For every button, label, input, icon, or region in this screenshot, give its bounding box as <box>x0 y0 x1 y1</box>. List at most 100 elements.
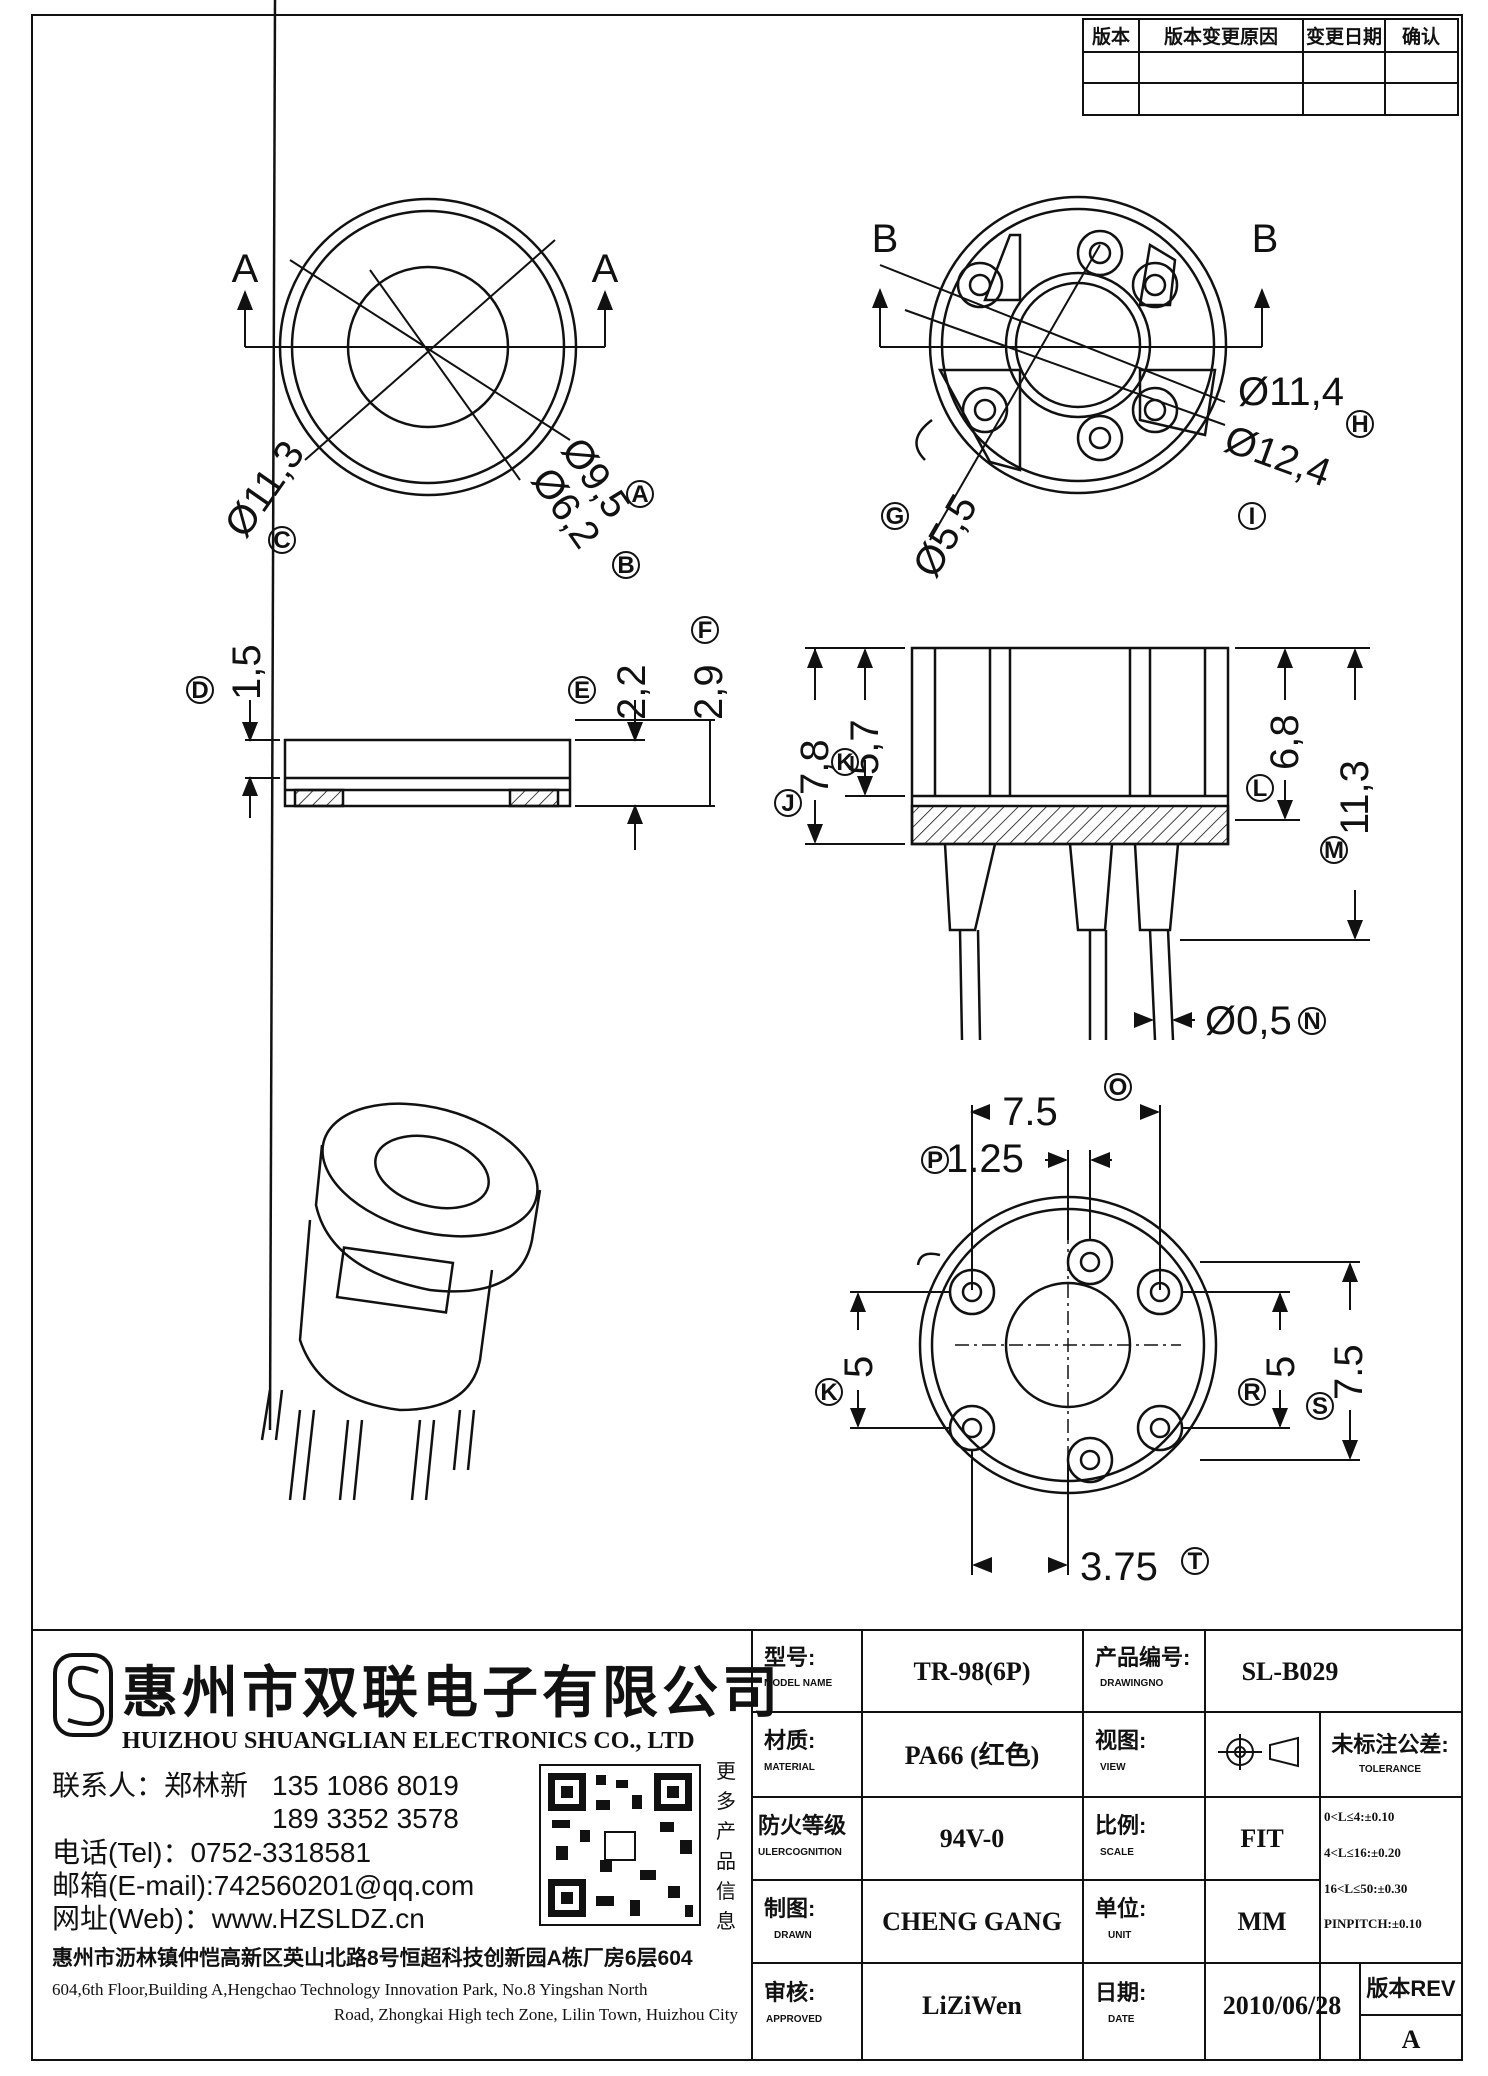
marker-m: M <box>1320 836 1348 864</box>
dim-pitch-5-right: 5 <box>1259 1356 1303 1378</box>
svg-text:O: O <box>1109 1074 1128 1101</box>
qr-side-text-3: 产 <box>716 1820 736 1843</box>
dim-diameter-11-3: Ø11,3 <box>216 433 313 545</box>
drawing-no-label: 产品编号: <box>1095 1645 1190 1670</box>
dim-pitch-5-left: 5 <box>837 1356 881 1378</box>
svg-text:A: A <box>631 481 648 508</box>
projection-symbol-icon <box>1218 1734 1299 1770</box>
model-label: 型号: <box>764 1645 815 1670</box>
scale-value: FIT <box>1240 1824 1283 1853</box>
dim-pin-diameter: Ø0,5 <box>1205 999 1292 1043</box>
date-sublabel: DATE <box>1108 2014 1135 2025</box>
bobbin-bottom-view <box>850 1104 1360 1575</box>
material-value: PA66 (红色) <box>905 1740 1040 1770</box>
marker-c: C <box>268 526 296 554</box>
tolerance-range-1: 0<L≤4:±0.10 <box>1324 1809 1394 1824</box>
model-sublabel: MODEL NAME <box>764 1678 832 1689</box>
scale-label: 比例: <box>1095 1813 1146 1838</box>
svg-text:L: L <box>1253 775 1268 802</box>
approved-by-sublabel: APPROVED <box>766 2014 822 2025</box>
svg-text:I: I <box>1249 503 1256 530</box>
title-block-grid <box>31 1629 1463 2061</box>
marker-s: S <box>1306 1392 1334 1420</box>
company-name-en: HUIZHOU SHUANGLIAN ELECTRONICS CO., LTD <box>122 1728 695 1754</box>
svg-text:K: K <box>820 1379 838 1406</box>
tolerance-pin-pitch: PINPITCH:±0.10 <box>1324 1916 1422 1931</box>
svg-text:R: R <box>1243 1379 1260 1406</box>
qr-side-text-5: 信 <box>716 1880 736 1903</box>
revision-table <box>1082 18 1459 116</box>
svg-text:T: T <box>1188 1548 1203 1575</box>
tolerance-range-2: 4<L≤16:±0.20 <box>1324 1845 1401 1860</box>
contact-person: 联系人：郑林新 <box>52 1770 248 1801</box>
svg-text:D: D <box>191 677 208 704</box>
bobbin-section-view <box>805 646 1370 1041</box>
unit-label: 单位: <box>1095 1896 1146 1921</box>
qr-side-text-4: 品 <box>716 1851 736 1873</box>
svg-text:S: S <box>1312 1393 1328 1420</box>
dim-pitch-1-25: 1.25 <box>946 1137 1024 1181</box>
drawn-by-label: 制图: <box>764 1896 815 1921</box>
section-label-b-right: B <box>1252 217 1279 261</box>
rev-header-date: 变更日期 <box>1306 25 1382 48</box>
fire-rating-sublabel: ULERCOGNITION <box>758 1847 842 1858</box>
bobbin-top-view <box>872 195 1270 541</box>
material-sublabel: MATERIAL <box>764 1762 815 1773</box>
qr-side-text-6: 息 <box>716 1910 736 1933</box>
dim-height-2-9: 2,9 <box>687 664 731 720</box>
svg-text:C: C <box>273 527 290 554</box>
model-value: TR-98(6P) <box>914 1657 1031 1686</box>
drawn-by-value: CHENG GANG <box>882 1907 1062 1936</box>
date-value: 2010/06/28 <box>1223 1991 1341 2020</box>
marker-g: G <box>881 502 909 530</box>
unit-value: MM <box>1237 1907 1286 1936</box>
address-cn: 惠州市沥林镇仲恺高新区英山北路8号恒超科技创新园A栋厂房6层604 <box>52 1946 693 1970</box>
marker-n: N <box>1298 1007 1326 1035</box>
tolerance-sublabel: TOLERANCE <box>1359 1764 1421 1775</box>
approved-by-value: LiZiWen <box>922 1991 1022 2020</box>
svg-text:N: N <box>1303 1008 1320 1035</box>
qr-side-text-2: 多 <box>716 1790 736 1813</box>
svg-text:K: K <box>836 749 854 776</box>
tolerance-range-3: 16<L≤50:±0.30 <box>1324 1881 1407 1896</box>
marker-a: A <box>626 480 654 508</box>
approved-by-label: 审核: <box>764 1980 815 2005</box>
section-label-a-right: A <box>592 247 619 291</box>
marker-o: O <box>1104 1073 1132 1101</box>
contact-phone-1: 135 1086 8019 <box>272 1770 459 1801</box>
drawing-no-value: SL-B029 <box>1242 1657 1339 1686</box>
dim-height-7-8: 7,8 <box>793 739 837 795</box>
dim-height-6-8: 6,8 <box>1263 714 1307 770</box>
date-label: 日期: <box>1095 1980 1146 2005</box>
marker-i: I <box>1238 502 1266 530</box>
marker-d: D <box>186 676 214 704</box>
contact-website: 网址(Web)：www.HZSLDZ.cn <box>52 1903 425 1934</box>
svg-text:J: J <box>781 790 794 817</box>
unit-sublabel: UNIT <box>1108 1930 1131 1941</box>
dim-height-11-3: 11,3 <box>1333 760 1377 835</box>
marker-b: B <box>612 551 640 579</box>
dim-height-1-5: 1,5 <box>225 644 269 700</box>
marker-p: P <box>921 1146 949 1174</box>
drawing-no-sublabel: DRAWINGNO <box>1100 1678 1164 1689</box>
section-label-b-left: B <box>872 217 899 261</box>
svg-text:E: E <box>574 677 590 704</box>
rev-header-version: 版本 <box>1092 25 1130 48</box>
isometric-view <box>260 0 542 1501</box>
address-en-line-2: Road, Zhongkai High tech Zone, Lilin Tow… <box>334 2005 739 2024</box>
marker-h: H <box>1346 410 1374 438</box>
rev-header-reason: 版本变更原因 <box>1164 25 1278 48</box>
contact-tel: 电话(Tel)：0752-3318581 <box>52 1837 371 1868</box>
dim-width-7-5-right: 7.5 <box>1327 1344 1371 1400</box>
cover-top-view <box>237 197 613 497</box>
dim-height-5-7: 5,7 <box>843 719 887 775</box>
dim-diameter-12-4: Ø12,4 <box>1219 417 1336 496</box>
dim-diameter-11-4: Ø11,4 <box>1238 370 1344 414</box>
dim-height-2-2: 2,2 <box>610 664 654 720</box>
marker-r: R <box>1238 1378 1266 1406</box>
marker-k-bottom: K <box>815 1378 843 1406</box>
contact-phone-2: 189 3352 3578 <box>272 1803 459 1834</box>
contact-email: 邮箱(E-mail):742560201@qq.com <box>52 1870 474 1901</box>
view-label: 视图: <box>1095 1728 1146 1753</box>
